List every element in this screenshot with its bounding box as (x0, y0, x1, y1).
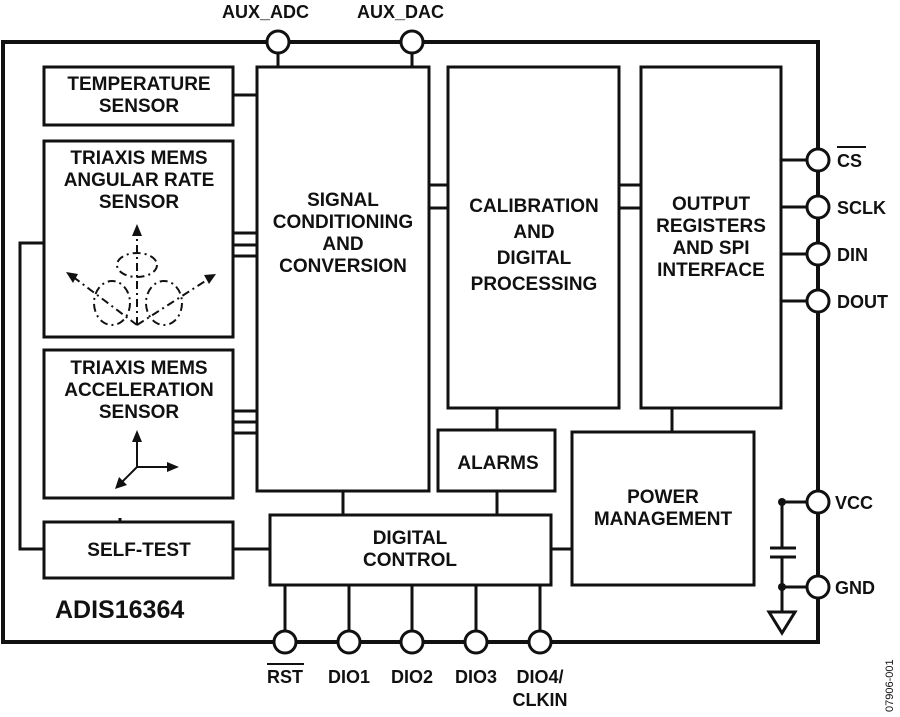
pin-label-aux-dac: AUX_DAC (357, 2, 444, 22)
pin-label-cs: CS (837, 151, 862, 171)
pin-aux-adc (265, 29, 291, 55)
cal-label-1: CALIBRATION (469, 196, 598, 217)
out-label-3: AND SPI (672, 238, 749, 259)
pin-label-din: DIN (837, 245, 868, 265)
temperature-sensor-label-1: TEMPERATURE (67, 74, 210, 95)
output-registers-block: OUTPUT REGISTERS AND SPI INTERFACE (639, 65, 783, 410)
pm-label-2: MANAGEMENT (594, 509, 733, 530)
sc-label-2: CONDITIONING (273, 212, 413, 233)
spi-pins: CS SCLK DIN DOUT (805, 146, 888, 642)
accel-sensor-block: TRIAXIS MEMS ACCELERATION SENSOR (42, 348, 235, 500)
pin-label-vcc: VCC (835, 493, 873, 513)
pin-dio3 (463, 629, 489, 655)
pin-label-dio1: DIO1 (328, 667, 370, 687)
alarms-block: ALARMS (436, 428, 557, 493)
pin-dio4-clkin (527, 629, 553, 655)
accel-label-2: ACCELERATION (64, 380, 214, 401)
part-number-label: ADIS16364 (55, 596, 184, 624)
digital-control-block: DIGITAL CONTROL (268, 513, 553, 587)
pin-aux-dac (399, 29, 425, 55)
pin-vcc (805, 489, 831, 515)
dc-label-1: DIGITAL (373, 528, 448, 549)
cal-label-4: PROCESSING (471, 274, 598, 295)
pin-label-gnd: GND (835, 578, 875, 598)
gyro-label-3: SENSOR (99, 192, 180, 213)
pin-label-aux-adc: AUX_ADC (222, 2, 309, 22)
pin-label-clkin: CLKIN (513, 690, 568, 710)
pin-label-dout: DOUT (837, 292, 888, 312)
top-pins: AUX_ADC AUX_DAC (222, 2, 444, 55)
gyro-label-1: TRIAXIS MEMS (70, 148, 207, 169)
out-label-2: REGISTERS (656, 216, 766, 237)
power-pins: VCC GND (805, 489, 875, 600)
pin-sclk (805, 194, 831, 220)
gyro-sensor-block: TRIAXIS MEMS ANGULAR RATE SENSOR (42, 139, 235, 339)
bottom-pins: RST DIO1 DIO2 DIO3 DIO4/ CLKIN (267, 629, 568, 710)
pin-dio2 (399, 629, 425, 655)
gyro-label-2: ANGULAR RATE (64, 170, 215, 191)
dc-label-2: CONTROL (363, 550, 457, 571)
xyz-axes-icon (115, 430, 179, 489)
accel-label-3: SENSOR (99, 402, 180, 423)
power-management-block: POWER MANAGEMENT (570, 430, 756, 587)
self-test-block: SELF-TEST (42, 520, 235, 580)
pin-label-dio2: DIO2 (391, 667, 433, 687)
cal-label-2: AND (513, 222, 554, 243)
pin-label-dio4: DIO4/ (516, 667, 563, 687)
accel-label-1: TRIAXIS MEMS (70, 358, 207, 379)
out-label-4: INTERFACE (657, 260, 765, 281)
figure-id: 07906-001 (884, 659, 896, 712)
pin-rst (272, 629, 298, 655)
self-test-label: SELF-TEST (87, 540, 191, 561)
cal-label-3: DIGITAL (497, 248, 572, 269)
sc-label-1: SIGNAL (307, 190, 379, 211)
alarms-label: ALARMS (457, 453, 538, 474)
temperature-sensor-block: TEMPERATURE SENSOR (42, 65, 235, 127)
temperature-sensor-label-2: SENSOR (99, 96, 180, 117)
sc-label-3: AND (322, 234, 363, 255)
out-label-1: OUTPUT (672, 194, 751, 215)
pin-label-rst: RST (267, 667, 303, 687)
pm-label-1: POWER (627, 487, 699, 508)
pin-cs (805, 147, 831, 173)
connections (18, 42, 820, 636)
signal-conditioning-block: SIGNAL CONDITIONING AND CONVERSION (255, 65, 431, 493)
pin-label-dio3: DIO3 (455, 667, 497, 687)
pin-dio1 (336, 629, 362, 655)
rotation-axes-icon (66, 224, 216, 326)
calibration-block: CALIBRATION AND DIGITAL PROCESSING (446, 65, 621, 410)
sc-label-4: CONVERSION (279, 256, 407, 277)
pin-din (805, 241, 831, 267)
pin-label-sclk: SCLK (837, 198, 886, 218)
pin-gnd (805, 574, 831, 600)
pin-dout (805, 288, 831, 314)
